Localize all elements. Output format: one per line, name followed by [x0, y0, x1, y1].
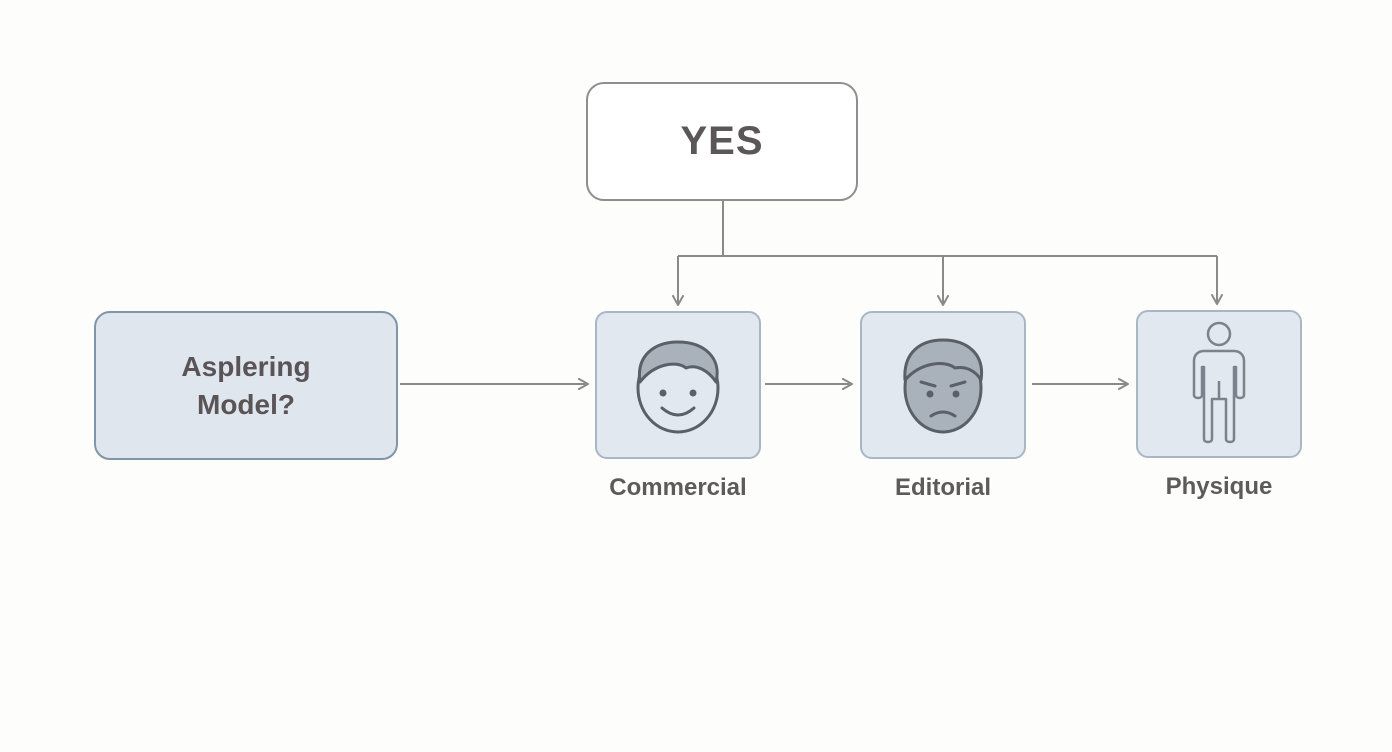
editorial-card: [860, 311, 1026, 459]
commercial-label: Commercial: [609, 474, 747, 501]
smiling-face-icon: [636, 340, 720, 434]
editorial-label: Editorial: [894, 474, 991, 501]
start-node-label: Asplering Model?: [181, 350, 311, 420]
physique-card: [1136, 310, 1302, 458]
physique-label: Physique: [1165, 473, 1273, 500]
serious-face-icon: [903, 338, 984, 434]
yes-node-label: YES: [680, 119, 764, 163]
start-node: Asplering Model?: [94, 311, 398, 460]
commercial-card: [595, 311, 761, 459]
person-figure-icon: [1192, 321, 1246, 444]
yes-node: YES: [586, 82, 858, 201]
